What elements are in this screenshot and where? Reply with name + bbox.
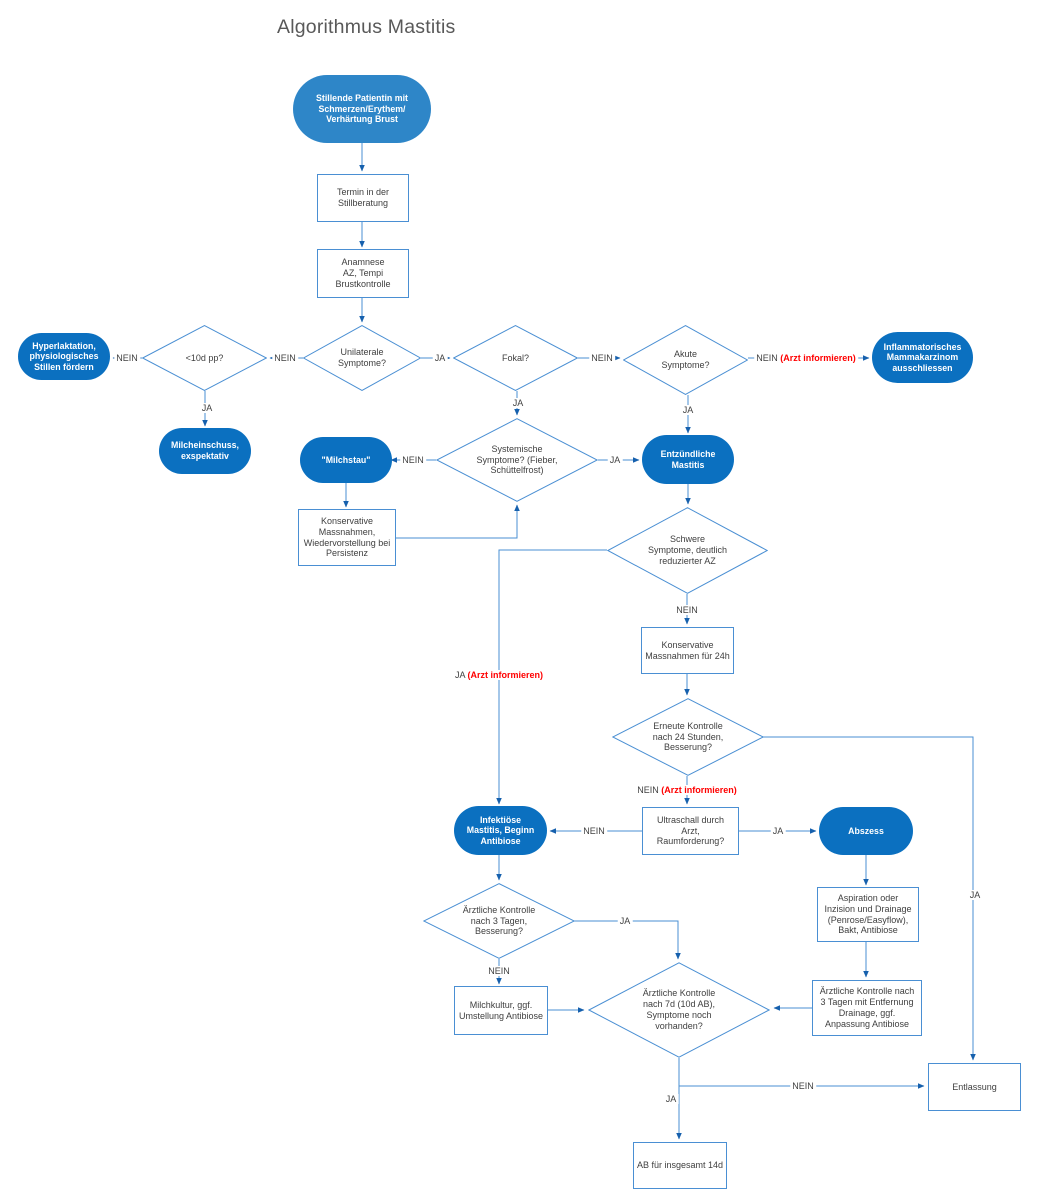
edge-label-nein: NEIN [581,826,607,836]
edge [574,920,681,960]
page-title: Algorithmus Mastitis [277,16,456,38]
edge-label-nein: NEIN [486,966,512,976]
diamond-shape [423,883,575,959]
edge-label-ja: JA [967,890,983,900]
node-label: Milchkultur, ggf. Umstellung Antibiose [458,999,544,1021]
node-label: Ärztliche Kontrolle nach 7d (10d AB), Sy… [642,988,716,1031]
node-inflammatorisches-mammakarzinom: Inflammatorisches Mammakarzinom ausschli… [872,332,973,383]
decision-akute-symptome: Akute Symptome? [623,325,748,395]
decision-unilaterale-symptome: Unilaterale Symptome? [303,325,421,391]
node-termin-stillberatung: Termin in der Stillberatung [317,174,409,222]
edge-label-ja: JA [510,398,526,408]
node-hyperlaktation: Hyperlaktation, physiologisches Stillen … [18,333,110,380]
node-entlassung: Entlassung [928,1063,1021,1111]
decision-systemische-symptome: Systemische Symptome? (Fieber, Schüttelf… [436,418,598,502]
edge [763,736,976,1061]
node-abszess: Abszess [819,807,913,855]
edge-label-ja: JA [663,1094,679,1104]
node-label: Fokal? [501,352,529,363]
edge-label-nein: NEIN [790,1081,816,1091]
node-label: Inflammatorisches Mammakarzinom ausschli… [883,341,962,373]
node-ab-14d: AB für insgesamt 14d [633,1142,727,1189]
decision-aerztliche-kontrolle-7d: Ärztliche Kontrolle nach 7d (10d AB), Sy… [588,962,770,1058]
node-milchkultur: Milchkultur, ggf. Umstellung Antibiose [454,986,548,1035]
edge [394,504,520,539]
edge-label-ja: JA [607,455,623,465]
edge-label-ja: JA [199,403,215,413]
edge-label-ja: JA [617,916,633,926]
edge-label-nein: NEIN [272,353,298,363]
decision-schwere-symptome: Schwere Symptome, deutlich reduzierter A… [607,507,768,594]
node-anamnese: Anamnese AZ, Tempi Brustkontrolle [317,249,409,298]
edge-label-ja: JA [680,405,696,415]
edge-label-nein: NEIN [400,455,426,465]
node-label: Termin in der Stillberatung [336,187,390,208]
node-label: Konservative Massnahmen, Wiedervorstellu… [303,515,391,559]
diamond-shape [588,962,770,1058]
node-stillende-patientin: Stillende Patientin mit Schmerzen/Erythe… [293,75,431,143]
node-aspiration-drainage: Aspiration oder Inzision und Drainage (P… [817,887,919,942]
node-label: Schwere Symptome, deutlich reduzierter A… [647,534,728,566]
node-label: Milcheinschuss, exspektativ [171,440,239,461]
node-label: AB für insgesamt 14d [636,1160,724,1171]
diamond-shape [303,325,421,391]
edge-label-ja-arzt-informieren: JA (Arzt informieren) [452,670,546,680]
edge-label-nein: NEIN [589,353,615,363]
node-label: Akute Symptome? [661,349,710,370]
node-konservative-massnahmen-24h: Konservative Massnahmen für 24h [641,627,734,674]
diamond-shape [607,507,768,594]
decision-erneute-kontrolle-24h: Erneute Kontrolle nach 24 Stunden, Besse… [612,698,764,776]
decision-10d-pp: <10d pp? [142,325,267,391]
node-label: Ultraschall durch Arzt, Raumforderung? [656,814,725,847]
node-infektioese-mastitis: Infektiöse Mastitis, Beginn Antibiose [454,806,547,855]
edge-label-nein: NEIN [114,353,140,363]
node-label: "Milchstau" [321,454,371,465]
node-label: Ärztliche Kontrolle nach 3 Tagen mit Ent… [819,986,915,1029]
diamond-shape [142,325,267,391]
decision-aerztliche-kontrolle-3-tage: Ärztliche Kontrolle nach 3 Tagen, Besser… [423,883,575,959]
node-label: Anamnese AZ, Tempi Brustkontrolle [335,257,391,289]
node-label: Infektiöse Mastitis, Beginn Antibiose [466,814,535,846]
edge-label-ja: JA [770,826,786,836]
diamond-shape [436,418,598,502]
node-label: Aspiration oder Inzision und Drainage (P… [824,892,912,936]
diamond-shape [453,325,578,391]
node-label: Entlassung [952,1081,997,1092]
node-entzuendliche-mastitis: Entzündliche Mastitis [642,435,734,484]
node-aerztliche-kontrolle-drainage: Ärztliche Kontrolle nach 3 Tagen mit Ent… [812,980,922,1036]
node-label: Stillende Patientin mit Schmerzen/Erythe… [316,93,408,125]
node-label: Systemische Symptome? (Fieber, Schüttelf… [476,443,558,476]
node-milcheinschuss: Milcheinschuss, exspektativ [159,428,251,474]
node-label: Hyperlaktation, physiologisches Stillen … [29,340,99,372]
edge [496,549,607,805]
node-ultraschall: Ultraschall durch Arzt, Raumforderung? [642,807,739,855]
edge-label-nein-arzt-informieren: NEIN (Arzt informieren) [754,353,858,363]
diamond-shape [623,325,748,395]
node-label: Unilaterale Symptome? [337,347,387,368]
node-milchstau: "Milchstau" [300,437,392,483]
node-konservative-massnahmen-persistenz: Konservative Massnahmen, Wiedervorstellu… [298,509,396,566]
node-label: Konservative Massnahmen für 24h [645,639,730,661]
edge-label-nein-arzt-informieren: NEIN (Arzt informieren) [635,785,739,795]
diamond-shape [612,698,764,776]
node-label: Abszess [848,825,884,836]
edge-label-nein: NEIN [674,605,700,615]
node-label: Ärztliche Kontrolle nach 3 Tagen, Besser… [462,904,536,937]
node-label: <10d pp? [185,352,224,363]
node-label: Entzündliche Mastitis [660,448,716,470]
edge-label-ja: JA [432,353,448,363]
node-label: Erneute Kontrolle nach 24 Stunden, Besse… [652,720,724,753]
decision-fokal: Fokal? [453,325,578,391]
